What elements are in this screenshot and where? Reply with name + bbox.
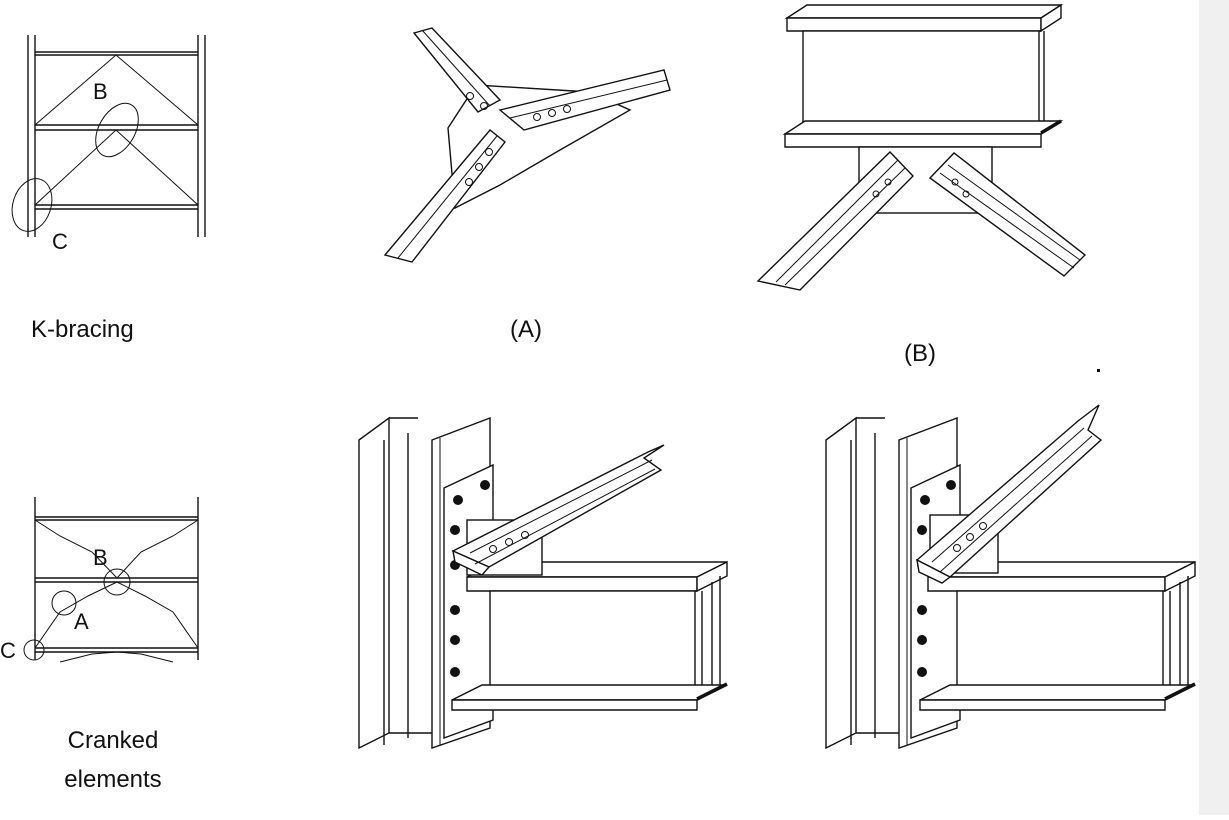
k-highlight-b <box>95 102 139 158</box>
right-side-panel <box>1199 0 1229 815</box>
k-point-b: B <box>93 79 108 104</box>
caption-b: (B) <box>904 340 936 367</box>
cr-highlight-c <box>23 639 45 661</box>
beam-detail-b <box>756 3 1087 291</box>
cranked-caption-line2: elements <box>64 766 161 793</box>
cr-highlight-a <box>51 590 77 616</box>
cranked-elements-frame <box>23 497 199 663</box>
k-point-c: C <box>52 229 68 254</box>
k-bracing-caption: K-bracing <box>31 316 134 343</box>
cr-point-b: B <box>93 545 108 570</box>
column-beam-brace-detail-right <box>825 404 1196 750</box>
column-beam-brace-detail-left <box>358 416 728 750</box>
k-highlight-c <box>11 178 53 232</box>
caption-a: (A) <box>510 316 542 343</box>
gusset-detail-a <box>383 27 671 263</box>
stray-dot <box>1097 369 1100 372</box>
cr-point-c: C <box>0 638 16 663</box>
cranked-caption-line1: Cranked <box>68 727 159 754</box>
cr-highlight-b <box>103 568 131 596</box>
k-bracing-frame <box>11 35 206 237</box>
cr-point-a: A <box>74 609 89 634</box>
